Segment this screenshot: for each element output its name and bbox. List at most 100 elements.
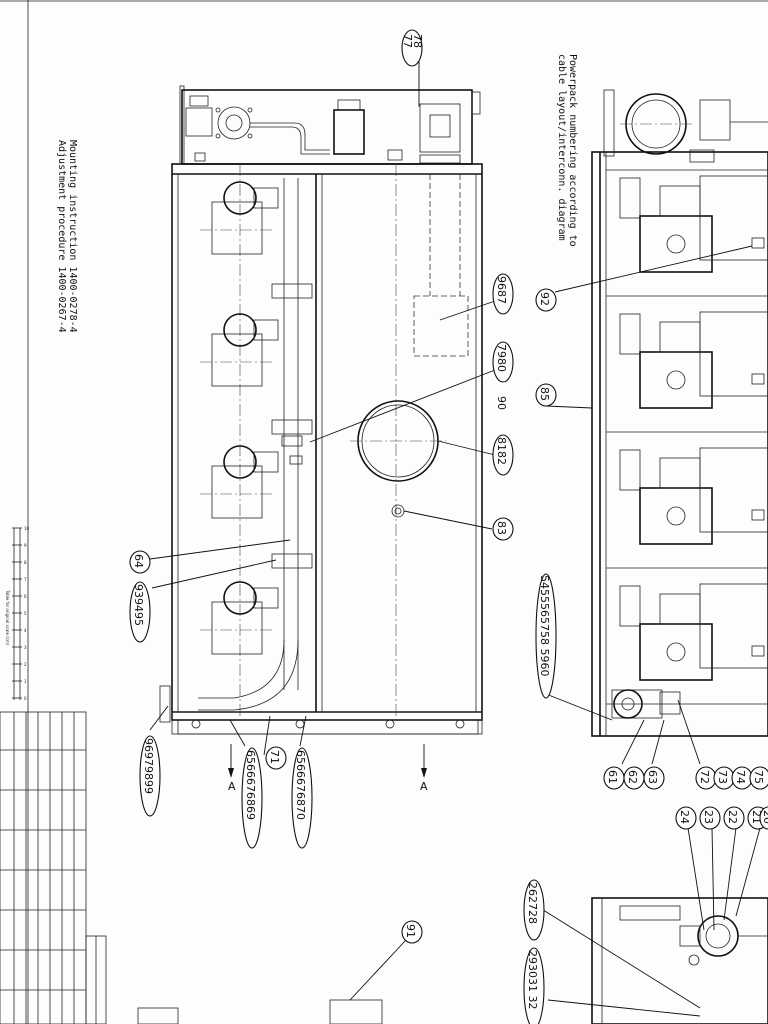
callout-78-77: 78 77 xyxy=(401,29,424,67)
motor-block xyxy=(333,109,365,155)
scale-tick-label: 2 xyxy=(24,662,27,667)
pump-motor-unit-left xyxy=(200,581,279,655)
svg-text:8182: 8182 xyxy=(495,437,508,465)
section-mark-a-left: A xyxy=(228,780,236,793)
pump-unit-right xyxy=(606,583,768,705)
callout-61: 61 xyxy=(603,766,625,790)
callout-92: 92 xyxy=(535,288,557,312)
side-view xyxy=(591,89,768,737)
callout-71: 71 xyxy=(265,746,287,770)
scale-tick-label: 7 xyxy=(24,577,27,582)
callout-91: 91 xyxy=(401,920,423,944)
pump-motor-unit-left xyxy=(200,313,279,387)
scale-tick-label: 8 xyxy=(24,560,27,565)
pump-unit-right xyxy=(606,311,768,433)
callout-83: 83 xyxy=(492,517,514,541)
callout-73: 73 xyxy=(713,766,735,790)
callout-6566676870: 6566676870 xyxy=(291,747,313,849)
callout-75: 75 xyxy=(749,766,768,790)
callout-7980: 7980 xyxy=(492,341,514,383)
callout-90: 90 xyxy=(495,396,508,410)
scale-tick-label: 5 xyxy=(24,611,27,616)
callout-9687: 9687 xyxy=(492,273,514,315)
svg-text:293031 32: 293031 32 xyxy=(526,950,539,1010)
lower-detail xyxy=(591,897,768,1024)
svg-text:20: 20 xyxy=(761,810,768,824)
svg-text:9687: 9687 xyxy=(495,276,508,304)
callout-29-32: 293031 32 xyxy=(523,947,545,1024)
callout-939495: 939495 xyxy=(129,581,151,643)
scale-tick-label: 0 xyxy=(24,696,27,701)
callout-72: 72 xyxy=(695,766,717,790)
callout-85: 85 xyxy=(535,383,557,407)
svg-text:91: 91 xyxy=(404,924,417,938)
svg-text:83: 83 xyxy=(495,521,508,535)
svg-text:22: 22 xyxy=(726,810,739,824)
scale-tick-label: 4 xyxy=(24,628,27,633)
callout-63: 63 xyxy=(643,766,665,790)
svg-text:6566676870: 6566676870 xyxy=(294,750,307,820)
svg-text:77: 77 xyxy=(401,34,414,48)
svg-text:24: 24 xyxy=(678,810,691,824)
svg-text:23: 23 xyxy=(702,810,715,824)
adjustment-procedure-line: Adjustment procedure 1400-0267-4 xyxy=(56,140,67,333)
flange-circle xyxy=(217,106,251,140)
callout-22: 22 xyxy=(723,806,745,830)
header-plate xyxy=(181,89,473,165)
svg-text:7980: 7980 xyxy=(495,344,508,372)
svg-text:96979899: 96979899 xyxy=(142,738,155,794)
scale-tick-label: 10 xyxy=(24,526,30,531)
svg-text:71: 71 xyxy=(268,750,281,764)
scale-tick-label: 6 xyxy=(24,594,27,599)
pump-unit-right xyxy=(606,447,768,569)
svg-text:6566676869: 6566676869 xyxy=(244,750,257,820)
pump-motor-unit-left xyxy=(200,181,279,255)
powerpack-note-line-1: Powerpack numbering according to xyxy=(567,54,578,247)
pump-unit-right xyxy=(606,175,768,297)
scale-tick-label: 1 xyxy=(24,679,27,684)
svg-text:92: 92 xyxy=(538,292,551,306)
svg-text:939495: 939495 xyxy=(132,584,145,626)
pump-group-right xyxy=(606,175,768,705)
svg-text:62: 62 xyxy=(626,770,639,784)
svg-text:73: 73 xyxy=(716,770,729,784)
powerpack-note: Powerpack numbering according to cable l… xyxy=(556,54,578,247)
svg-text:61: 61 xyxy=(606,770,619,784)
svg-text:90: 90 xyxy=(495,396,508,410)
svg-text:78: 78 xyxy=(411,34,424,48)
section-marks: A A xyxy=(228,744,428,793)
callout-24: 24 xyxy=(675,806,697,830)
callout-262728: 262728 xyxy=(523,879,545,941)
svg-text:75: 75 xyxy=(752,770,765,784)
section-mark-a-right: A xyxy=(420,780,428,793)
svg-text:85: 85 xyxy=(538,387,551,401)
scale-tick-label: 3 xyxy=(24,645,27,650)
mounting-instruction-note: Mounting instruction 1400-0278-4 Adjustm… xyxy=(56,140,78,333)
callout-74: 74 xyxy=(731,766,753,790)
callout-54-60: 5455565758 5960 xyxy=(535,573,557,699)
svg-text:64: 64 xyxy=(132,554,145,568)
mounting-instruction-line: Mounting instruction 1400-0278-4 xyxy=(67,140,78,333)
svg-text:262728: 262728 xyxy=(526,882,539,924)
svg-text:72: 72 xyxy=(698,770,711,784)
callout-8182: 8182 xyxy=(492,434,514,476)
side-frame xyxy=(591,151,768,737)
svg-text:5455565758 5960: 5455565758 5960 xyxy=(538,575,551,676)
pump-group-left xyxy=(200,181,279,655)
callout-64: 64 xyxy=(129,550,151,574)
callout-6566676869: 6566676869 xyxy=(241,747,263,849)
callout-23: 23 xyxy=(699,806,721,830)
powerpack-note-line-2: cable layout/interconn. diagram xyxy=(556,54,567,241)
callout-20: 20 xyxy=(759,806,768,830)
scale-tick-label: 9 xyxy=(24,543,27,548)
leader-lines xyxy=(149,60,761,1017)
tank-outline xyxy=(171,163,483,721)
scale-caption: Table for original scale (cm) xyxy=(5,589,10,646)
callout-62: 62 xyxy=(623,766,645,790)
title-block xyxy=(0,711,107,1024)
callouts: 78 77 9687 7980 90 8182 83 64 939495 xyxy=(129,29,768,1024)
tank-top-view xyxy=(159,85,483,735)
